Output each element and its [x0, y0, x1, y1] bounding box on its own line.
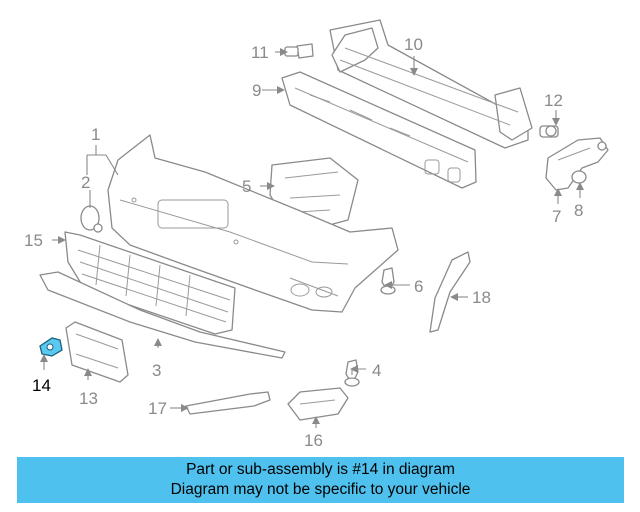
bumper-cover-part-1: [107, 134, 399, 313]
trim-strip-part-17: [185, 391, 271, 415]
callout-4: 4: [372, 361, 381, 380]
callout-6: 6: [414, 277, 423, 296]
callout-14: 14: [32, 376, 51, 395]
clip-part-8: [571, 170, 587, 184]
banner-line-1: Part or sub-assembly is #14 in diagram: [186, 461, 455, 478]
leader-lines: [40, 48, 584, 428]
banner-line-2: Diagram may not be specific to your vehi…: [170, 481, 471, 498]
parts-diagram: 1 2 3 4 5 6 7 8 9 10 11 12 13 14 15 16 1…: [24, 19, 609, 450]
energy-absorber: [281, 71, 477, 189]
license-plate-bracket-part-13: [65, 321, 129, 383]
callout-7: 7: [552, 207, 561, 226]
cap-part-2: [80, 205, 103, 233]
info-banner: Part or sub-assembly is #14 in diagram D…: [17, 457, 624, 503]
callout-2: 2: [81, 173, 90, 192]
bolt-part-11: [284, 43, 314, 59]
callout-17: 17: [148, 399, 167, 418]
bracket-part-7: [545, 137, 609, 191]
callout-13: 13: [79, 389, 98, 408]
fog-bezel-part-16: [287, 387, 349, 421]
callout-16: 16: [304, 431, 323, 450]
screw-part-6: [380, 267, 396, 295]
callout-1: 1: [91, 125, 100, 144]
callout-numbers: 1 2 3 4 5 6 7 8 9 10 11 12 13 14 15 16 1…: [24, 35, 583, 450]
arch-trim-part-18: [429, 251, 471, 333]
callout-11: 11: [251, 43, 269, 62]
reinforcement-bar: [329, 19, 533, 149]
callout-3: 3: [152, 361, 161, 380]
callout-9: 9: [252, 81, 261, 100]
callout-18: 18: [472, 288, 491, 307]
callout-15: 15: [24, 231, 43, 250]
lower-strip-part-3: [39, 271, 286, 359]
grille-part-15: [64, 231, 236, 335]
callout-8: 8: [574, 201, 583, 220]
bolt-part-12: [539, 125, 559, 138]
highlighted-clip-part-14[interactable]: [39, 337, 63, 357]
callout-12: 12: [544, 91, 563, 110]
callout-5: 5: [242, 177, 251, 196]
callout-10: 10: [404, 35, 423, 54]
